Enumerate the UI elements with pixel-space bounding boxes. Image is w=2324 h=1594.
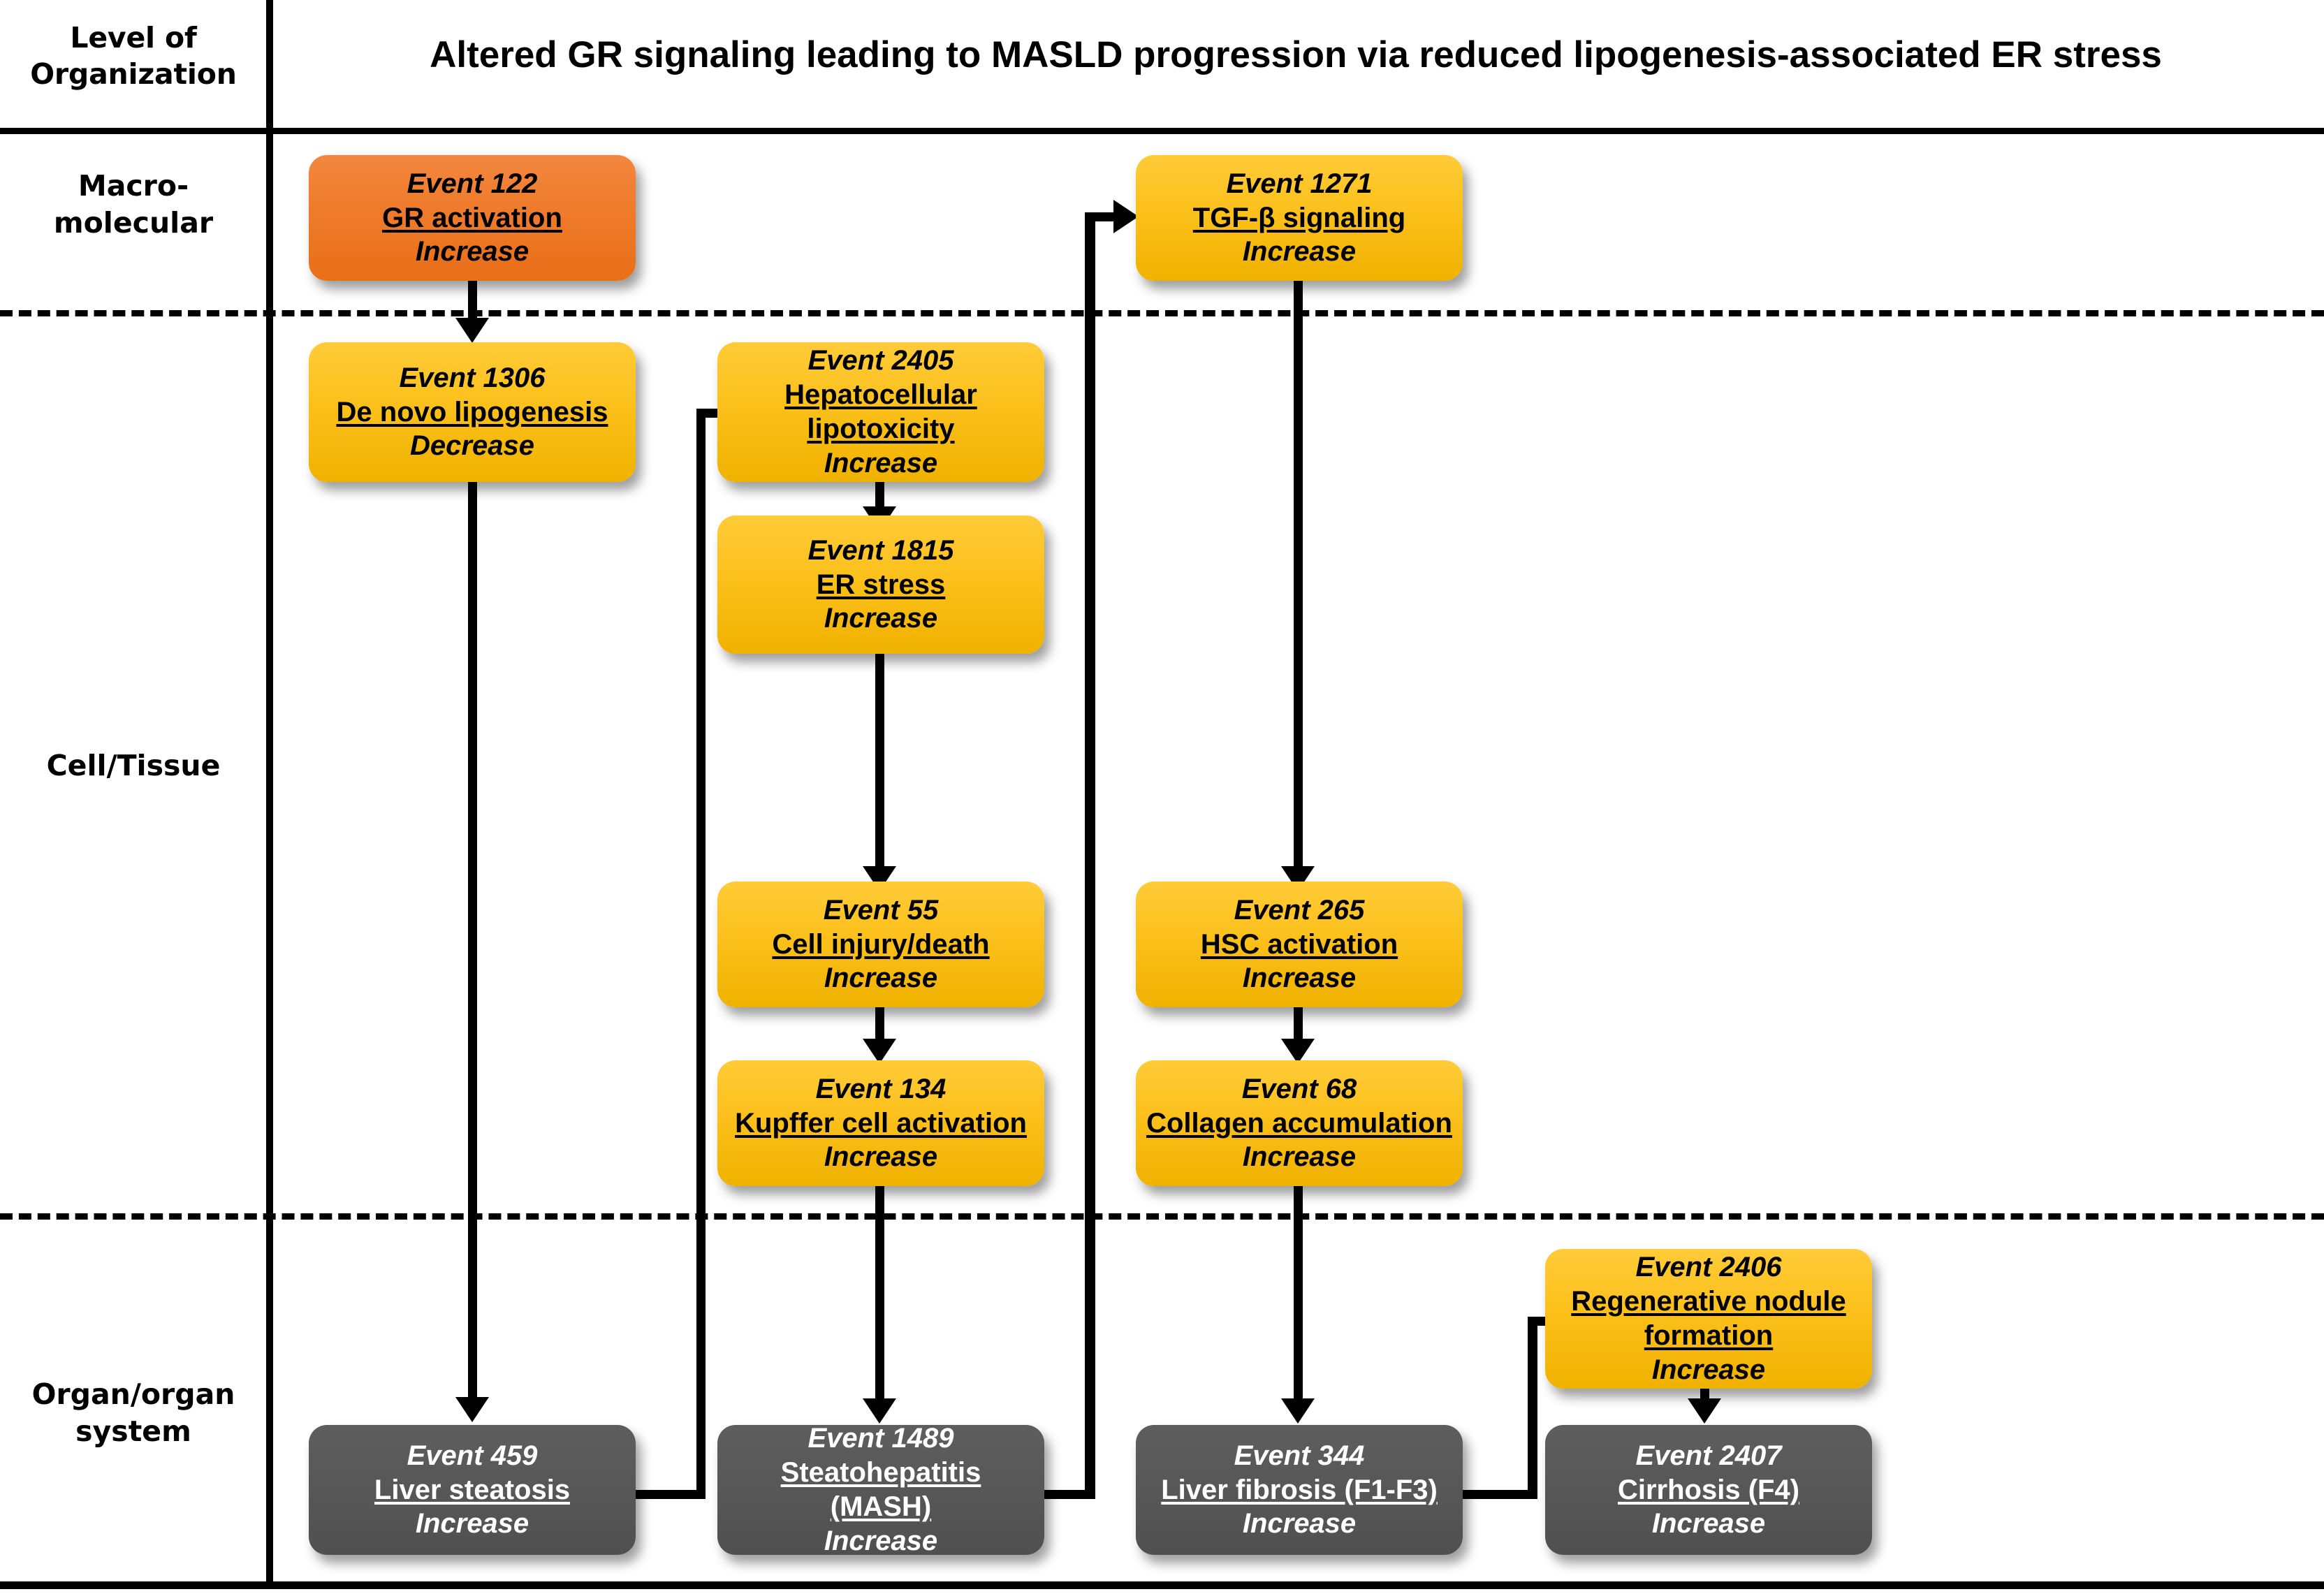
node-e122-name: GR activation [382,202,562,233]
node-e134-name: Kupffer cell activation [735,1107,1027,1139]
edge-e2406-e2407-arrowhead [1688,1398,1721,1424]
edge-e459-e2405-v [696,409,706,1499]
bottom-border-rule [0,1581,2324,1589]
edge-e1489-e1271-v [1085,212,1095,1499]
node-e68-direction: Increase [1242,1141,1357,1173]
tier-label-organ-line2: system [75,1414,191,1449]
node-e134[interactable]: Event 134 Kupffer cell activation Increa… [717,1060,1044,1186]
tier-label-macromolecular-line1: Macro- [78,169,189,203]
node-e2405-name: Hepatocellular lipotoxicity [784,379,977,444]
node-e459-name: Liver steatosis [374,1474,571,1505]
node-e122[interactable]: Event 122 GR activation Increase [309,155,636,281]
node-e122-direction: Increase [415,236,529,268]
node-e344-name: Liver fibrosis (F1-F3) [1161,1474,1438,1505]
node-e1489-direction: Increase [824,1525,938,1556]
node-e2406-direction: Increase [1651,1354,1766,1385]
tier-label-organ-line1: Organ/organ [31,1377,235,1411]
node-e122-event: Event 122 [407,168,538,199]
edge-e134-e1489-arrowhead [863,1398,896,1424]
node-e1271-event: Event 1271 [1226,168,1373,199]
node-e265-event: Event 265 [1234,894,1365,926]
edge-e265-e68-arrowhead [1281,1039,1315,1064]
edge-e68-e344-line [1294,1185,1303,1409]
node-e2406-event: Event 2406 [1635,1252,1782,1283]
node-e459-direction: Increase [415,1508,529,1540]
tier-label-cell-tissue-line1: Cell/Tissue [46,749,221,782]
node-e1271-name: TGF-β signaling [1192,202,1406,233]
node-e1815-event: Event 1815 [807,534,954,566]
node-e1306[interactable]: Event 1306 De novo lipogenesis Decrease [309,342,636,482]
node-e68[interactable]: Event 68 Collagen accumulation Increase [1136,1060,1463,1186]
edge-e1306-e459-line [468,482,477,1407]
node-e2407-name: Cirrhosis (F4) [1617,1474,1800,1505]
level-header-line1: Level of [70,21,197,54]
node-e2407-direction: Increase [1651,1508,1766,1540]
tier-divider-macromolecular-cell [0,310,2324,316]
node-e55-event: Event 55 [823,894,939,926]
tier-label-macromolecular-line2: molecular [53,206,214,240]
edge-e1271-e265-line [1294,280,1303,875]
node-e265[interactable]: Event 265 HSC activation Increase [1136,882,1463,1007]
tier-label-macromolecular: Macro- molecular [0,168,267,242]
edge-e55-e134-arrowhead [863,1039,896,1064]
node-e1306-name: De novo lipogenesis [336,396,608,427]
edge-e122-e1306-line [468,280,477,322]
edge-e1815-e55-line [875,653,884,875]
node-e1815-direction: Increase [824,603,938,634]
node-e55[interactable]: Event 55 Cell injury/death Increase [717,882,1044,1007]
left-column-divider-rule [266,0,273,1587]
node-e134-event: Event 134 [815,1073,947,1104]
node-e68-event: Event 68 [1241,1073,1357,1104]
node-e2406[interactable]: Event 2406 Regenerative nodule formation… [1545,1249,1872,1389]
node-e2406-name: Regenerative nodule formation [1571,1286,1846,1351]
node-e55-name: Cell injury/death [772,928,990,960]
node-e2407-event: Event 2407 [1635,1440,1782,1471]
node-e1489-name: Steatohepatitis (MASH) [780,1457,981,1522]
edge-e344-e2406-v [1528,1317,1537,1499]
node-e1489[interactable]: Event 1489 Steatohepatitis (MASH) Increa… [717,1423,1044,1556]
node-e2405-direction: Increase [824,447,938,478]
level-header-line2: Organization [30,57,237,92]
node-e344-direction: Increase [1242,1508,1357,1540]
edge-e134-e1489-line [875,1185,884,1409]
header-divider-rule [0,128,2324,134]
node-e1306-direction: Decrease [410,430,534,462]
node-e134-direction: Increase [824,1141,938,1173]
edge-e344-e2406-h1 [1460,1490,1537,1499]
edge-e265-e68-line [1294,1006,1303,1048]
node-e55-direction: Increase [824,963,938,994]
edge-e55-e134-line [875,1006,884,1048]
node-e1271-direction: Increase [1242,236,1357,268]
node-e265-direction: Increase [1242,963,1357,994]
edge-e68-e344-arrowhead [1281,1398,1315,1424]
node-e2405-event: Event 2405 [807,345,954,376]
node-e2405[interactable]: Event 2405 Hepatocellular lipotoxicity I… [717,342,1044,482]
node-e1815[interactable]: Event 1815 ER stress Increase [717,516,1044,654]
level-of-organization-header: Level of Organization [0,20,267,93]
node-e2407[interactable]: Event 2407 Cirrhosis (F4) Increase [1545,1425,1872,1555]
node-e1815-name: ER stress [816,569,946,600]
tier-label-cell-tissue: Cell/Tissue [0,747,267,784]
node-e459-event: Event 459 [407,1440,538,1471]
tier-label-organ: Organ/organ system [0,1376,267,1451]
node-e344-event: Event 344 [1234,1440,1365,1471]
node-e68-name: Collagen accumulation [1146,1107,1452,1139]
edge-e1489-e1271-arrowhead [1113,200,1139,233]
node-e265-name: HSC activation [1200,928,1398,960]
node-e459[interactable]: Event 459 Liver steatosis Increase [309,1425,636,1555]
node-e1306-event: Event 1306 [399,362,546,393]
node-e344[interactable]: Event 344 Liver fibrosis (F1-F3) Increas… [1136,1425,1463,1555]
edge-e1306-e459-arrowhead [455,1397,489,1422]
node-e1271[interactable]: Event 1271 TGF-β signaling Increase [1136,155,1463,281]
edge-e459-e2405-h1 [629,1490,706,1499]
node-e1489-event: Event 1489 [807,1423,954,1454]
diagram-title: Altered GR signaling leading to MASLD pr… [430,34,2162,75]
tier-divider-cell-organ [0,1213,2324,1220]
edge-e122-e1306-arrowhead [455,318,489,343]
edge-e1489-e1271-h1 [1043,1490,1095,1499]
